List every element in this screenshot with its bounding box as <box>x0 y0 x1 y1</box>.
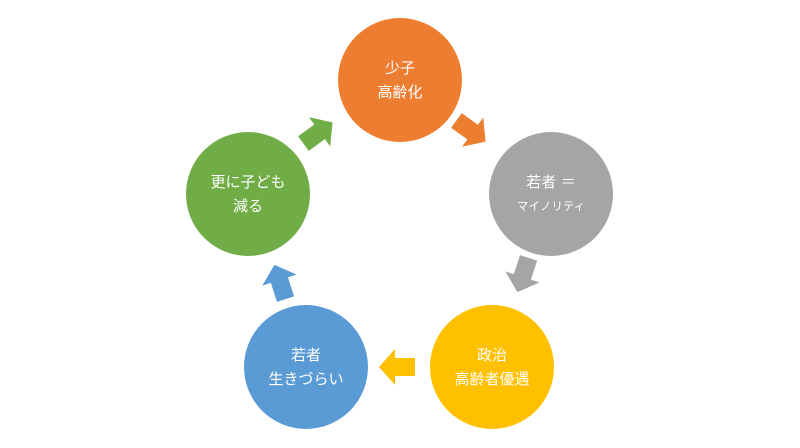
node-fewer-children: 更に子ども 減る <box>186 132 310 256</box>
arrow-yellow-to-blue <box>379 349 415 385</box>
node-line1: 更に子ども <box>210 173 286 191</box>
node-line1: 若者 <box>290 346 321 364</box>
arrow-blue-to-green <box>257 259 303 305</box>
node-line2: マイノリティ <box>516 199 586 213</box>
node-shoshi-koreika: 少子 高齢化 <box>338 18 462 142</box>
node-youth-hardship: 若者 生きづらい <box>244 305 368 429</box>
arrow-green-to-orange <box>292 107 344 159</box>
node-line1: 若者 ＝ <box>526 173 576 191</box>
node-line2: 生きづらい <box>268 370 344 388</box>
arrow-orange-to-gray <box>445 105 497 157</box>
arrow-gray-to-yellow <box>500 252 546 298</box>
node-line2: 高齢者優遇 <box>454 370 530 388</box>
node-line1: 政治 <box>476 346 507 364</box>
node-youth-minority: 若者 ＝ マイノリティ <box>489 132 613 256</box>
node-line2: 高齢化 <box>377 83 423 101</box>
node-politics: 政治 高齢者優遇 <box>430 305 554 429</box>
node-line1: 少子 <box>384 59 415 77</box>
node-line2: 減る <box>232 197 263 215</box>
